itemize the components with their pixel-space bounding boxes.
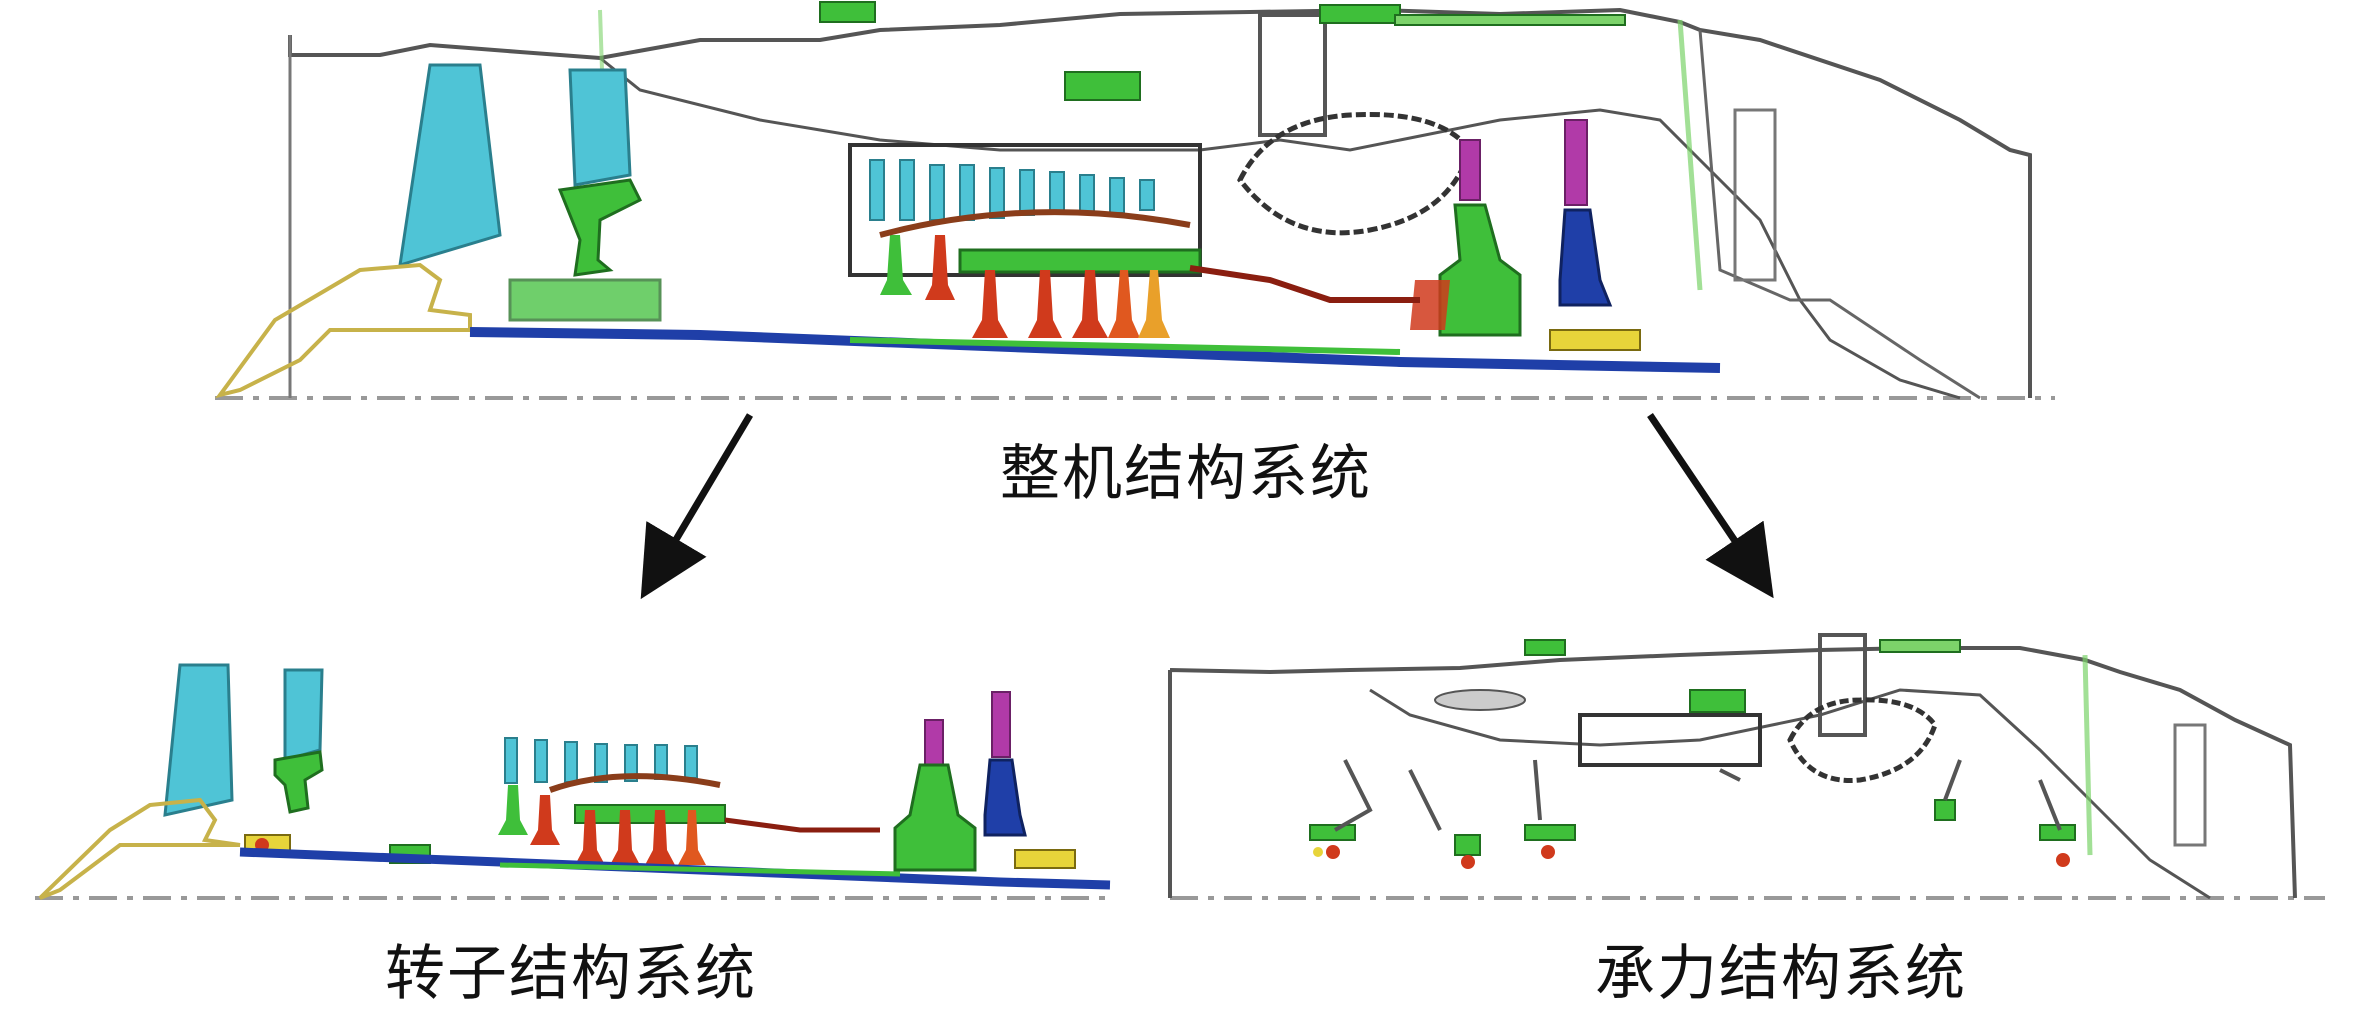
bearing-structure: [1168, 633, 2325, 900]
rotor-lp-turbine-disk: [983, 758, 1027, 837]
bearing-caption: 承力结构系统: [1595, 939, 1967, 1009]
whole-engine-bypass-duct: [599, 56, 1961, 400]
whole-hp-turbine-red: [1410, 280, 1450, 330]
whole-top-accessories: [819, 1, 1626, 101]
bearing-inner-duct: [1369, 688, 2211, 900]
rotor-hp-ring-arc: [548, 773, 721, 793]
rotor-caption: 转子结构系统: [385, 939, 757, 1009]
bearing-inlet-ellipse: [1434, 689, 1526, 711]
rotor-hp-disks-red: [498, 785, 706, 865]
rotor-structure: [35, 663, 1115, 900]
bearing-green-strut: [2082, 654, 2093, 856]
whole-engine-outer-casing: [288, 7, 2032, 398]
rotor-shaft-red: [724, 817, 880, 833]
whole-fan-blade-2: [568, 68, 632, 187]
whole-lp-turbine-disk: [1558, 208, 1613, 307]
bearing-combustor: [1787, 697, 1938, 783]
bearing-frame-block: [1818, 633, 1867, 737]
rotor-hp-shaft: [499, 862, 901, 877]
whole-shaft-red: [1189, 265, 1420, 303]
rotor-hp-compressor-blades: [504, 737, 698, 784]
arrow-to-bearing: [1647, 413, 1774, 599]
bearing-struts: [1334, 759, 2062, 832]
rotor-aft-bearing: [1014, 849, 1076, 869]
whole-combustor: [1237, 111, 1473, 236]
whole-fan-hub: [215, 262, 472, 399]
whole-hp-turbine-blade: [1459, 139, 1481, 201]
rotor-lp-turbine-blade: [991, 691, 1011, 758]
whole-hp-turbine-disk: [1438, 203, 1522, 337]
whole-engine-frame-block: [1258, 13, 1327, 137]
whole-engine-nozzle-block: [1733, 108, 1777, 282]
bearing-hp-case: [1578, 713, 1762, 767]
whole-hp-compressor-drum: [848, 143, 1202, 277]
whole-engine-green-strut: [1677, 19, 1703, 291]
whole-fan-disk: [557, 178, 643, 277]
bearing-outer-casing: [1168, 646, 2297, 899]
whole-engine-caption: 整机结构系统: [1000, 439, 1372, 509]
whole-aft-bearing-yellow: [1549, 329, 1641, 351]
whole-engine-structure: [215, 1, 2055, 400]
rotor-fan-hub: [38, 797, 241, 900]
arrow-to-rotor: [640, 413, 754, 600]
whole-hp-spool-green: [958, 248, 1202, 274]
rotor-fan-disk: [273, 750, 324, 814]
whole-hp-ring-arc: [879, 209, 1191, 238]
whole-hp-disks-red: [880, 235, 1170, 338]
bearing-red-parts: [1326, 845, 2070, 869]
whole-lp-shaft: [469, 327, 1721, 373]
bearing-green-supports: [1309, 639, 2076, 856]
rotor-hp-spool: [574, 804, 726, 824]
whole-hp-shaft: [849, 337, 1401, 355]
whole-hp-compressor-blades: [869, 159, 1155, 221]
whole-lp-turbine-blade: [1564, 119, 1588, 206]
bearing-nozzle-block: [2173, 723, 2207, 847]
whole-fan-blade-1: [398, 63, 502, 268]
whole-engine-exhaust: [1698, 29, 1981, 400]
rotor-fan-blade-2: [283, 668, 324, 762]
rotor-hp-turbine-blade: [924, 719, 944, 766]
rotor-hp-turbine-disk: [893, 763, 977, 872]
rotor-fan-blade-1: [163, 663, 234, 817]
whole-lp-bearing-housing: [508, 278, 662, 322]
bearing-yellow-parts: [1313, 847, 1323, 857]
